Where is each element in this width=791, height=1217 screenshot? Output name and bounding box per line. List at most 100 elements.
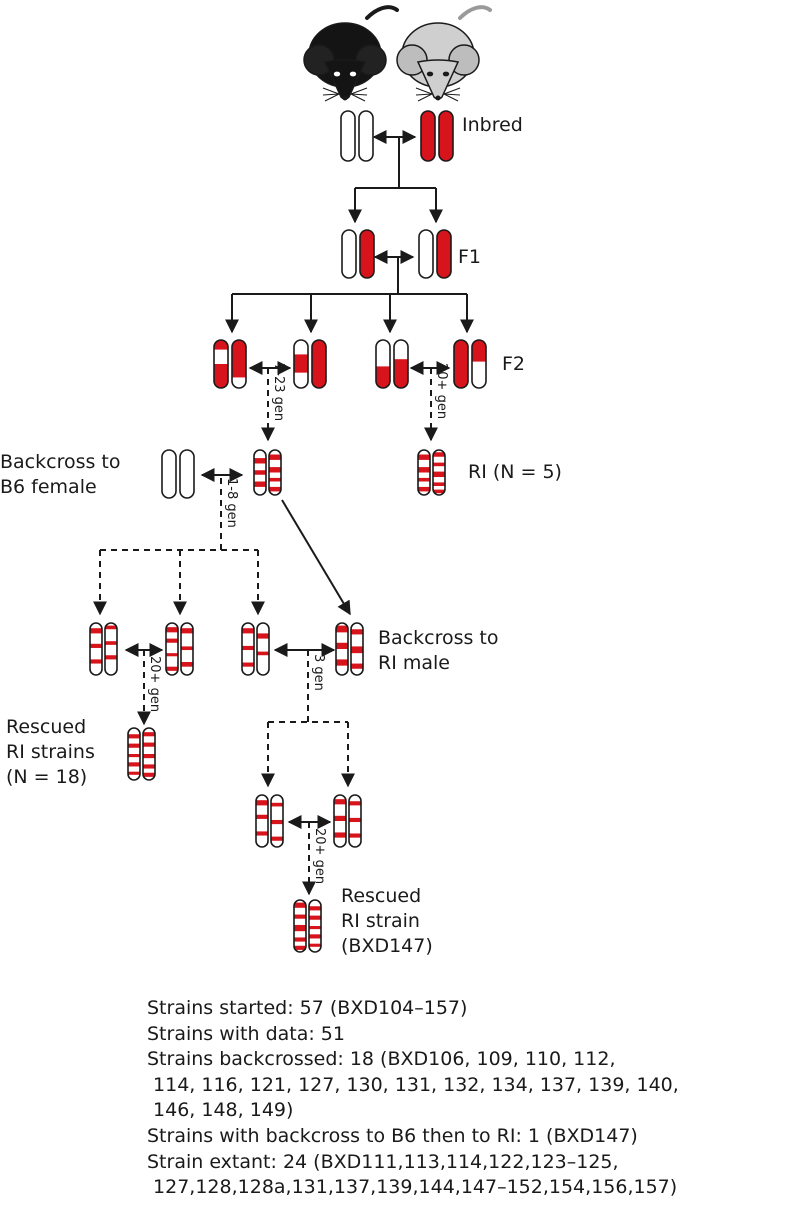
- red-segment: [336, 626, 348, 633]
- red-segment: [214, 364, 228, 388]
- mouse-eye: [427, 72, 433, 77]
- label-rescued-ri-strain-line3: (BXD147): [341, 934, 433, 959]
- red-segment: [294, 925, 306, 931]
- red-segment: [439, 111, 453, 161]
- red-segment: [166, 667, 178, 671]
- red-segment: [334, 816, 346, 821]
- chromosome-backcross-ri: [334, 795, 346, 847]
- chromosome-dba: [421, 111, 435, 161]
- red-segment: [128, 734, 140, 738]
- red-segment: [309, 916, 321, 920]
- summary-block: Strains started: 57 (BXD104–157) Strains…: [147, 996, 679, 1201]
- red-segment: [271, 837, 283, 841]
- chromosome-f2: [376, 340, 390, 388]
- chromosome-backcross: [166, 623, 178, 675]
- chromosome-f2: [472, 340, 486, 388]
- label-backcross-ri: Backcross to RI male: [378, 626, 499, 676]
- red-segment: [90, 644, 102, 648]
- red-segment: [242, 646, 254, 650]
- red-segment: [336, 659, 348, 665]
- chromosome-b6: [341, 111, 355, 161]
- chromosome-backcross: [90, 623, 102, 675]
- red-segment: [256, 831, 268, 835]
- red-segment: [294, 937, 306, 941]
- chromosome-f2: [312, 340, 326, 388]
- chromosome-backcross-ri: [349, 795, 361, 847]
- red-segment: [309, 934, 321, 938]
- chromosome-rescued: [128, 728, 140, 780]
- red-segment: [376, 366, 390, 388]
- red-segment: [90, 628, 102, 633]
- chromosome-backcross: [181, 623, 193, 675]
- red-segment: [336, 643, 348, 649]
- label-backcross-ri-line1: Backcross to: [378, 626, 499, 651]
- label-rescued-ri-strains-line1: Rescued: [6, 715, 95, 740]
- summary-line: 127,128,128a,131,137,139,144,147–152,154…: [147, 1175, 679, 1201]
- chromosome-backcross-ri: [271, 795, 283, 847]
- red-segment: [242, 663, 254, 667]
- label-rescued-ri-strains-line2: RI strains: [6, 740, 95, 765]
- chromosome-ri-parent: [269, 450, 281, 495]
- chromosome-rescued: [143, 728, 155, 780]
- label-backcross-b6-line1: Backcross to: [0, 450, 121, 475]
- mouse-tail: [460, 7, 490, 18]
- chromosome-b6-female: [180, 450, 194, 498]
- red-segment: [349, 801, 361, 805]
- mouse-eye: [334, 72, 340, 77]
- red-segment: [309, 926, 321, 929]
- chromosome-f2: [214, 340, 228, 388]
- chromosome-ri-parent: [254, 450, 266, 495]
- generation-label: 3 gen: [311, 654, 326, 691]
- label-rescued-ri-strain: Rescued RI strain (BXD147): [341, 884, 433, 959]
- red-segment: [166, 639, 178, 643]
- red-segment: [166, 653, 178, 656]
- chromosome-f2: [454, 340, 468, 388]
- chromosome-b6: [359, 111, 373, 161]
- red-segment: [254, 458, 266, 463]
- generation-label: 20+ gen: [434, 363, 449, 419]
- red-segment: [181, 646, 193, 650]
- red-segment: [269, 487, 281, 492]
- label-rescued-ri-strain-line1: Rescued: [341, 884, 433, 909]
- red-segment: [294, 354, 308, 372]
- red-segment: [269, 478, 281, 482]
- red-segment: [257, 652, 269, 656]
- red-segment: [271, 820, 283, 824]
- label-f2: F2: [502, 352, 525, 377]
- generation-label: 20+ gen: [312, 828, 327, 884]
- red-segment: [418, 487, 430, 492]
- chromosome-ri-male: [336, 623, 348, 675]
- red-segment: [105, 655, 117, 659]
- mouse-nose: [343, 96, 348, 101]
- red-segment: [90, 659, 102, 663]
- chromosome-backcross: [105, 623, 117, 675]
- red-segment: [232, 340, 246, 377]
- red-segment: [454, 340, 468, 388]
- label-ri-n5: RI (N = 5): [468, 460, 562, 485]
- chromosome-dba: [439, 111, 453, 161]
- chromosome-f1: [342, 230, 356, 278]
- red-segment: [334, 832, 346, 837]
- connector-line: [282, 500, 350, 614]
- red-segment: [143, 773, 155, 777]
- summary-line: Strain extant: 24 (BXD111,113,114,122,12…: [147, 1150, 679, 1176]
- red-segment: [128, 754, 140, 757]
- red-segment: [254, 470, 266, 475]
- generation-label: 20+ gen: [147, 656, 162, 712]
- red-segment: [271, 803, 283, 807]
- red-segment: [269, 467, 281, 472]
- chromosome-b6-female: [162, 450, 176, 498]
- mouse-eye: [443, 72, 449, 77]
- red-segment: [143, 764, 155, 768]
- red-segment: [143, 743, 155, 747]
- red-segment: [256, 800, 268, 805]
- mouse-eye: [350, 72, 356, 77]
- chromosome-ri-male: [351, 623, 363, 675]
- red-segment: [418, 455, 430, 460]
- red-segment: [105, 641, 117, 645]
- red-segment: [105, 626, 117, 630]
- red-segment: [472, 340, 486, 362]
- summary-line: Strains started: 57 (BXD104–157): [147, 996, 679, 1022]
- label-rescued-ri-strains-line3: (N = 18): [6, 765, 95, 790]
- red-segment: [254, 482, 266, 487]
